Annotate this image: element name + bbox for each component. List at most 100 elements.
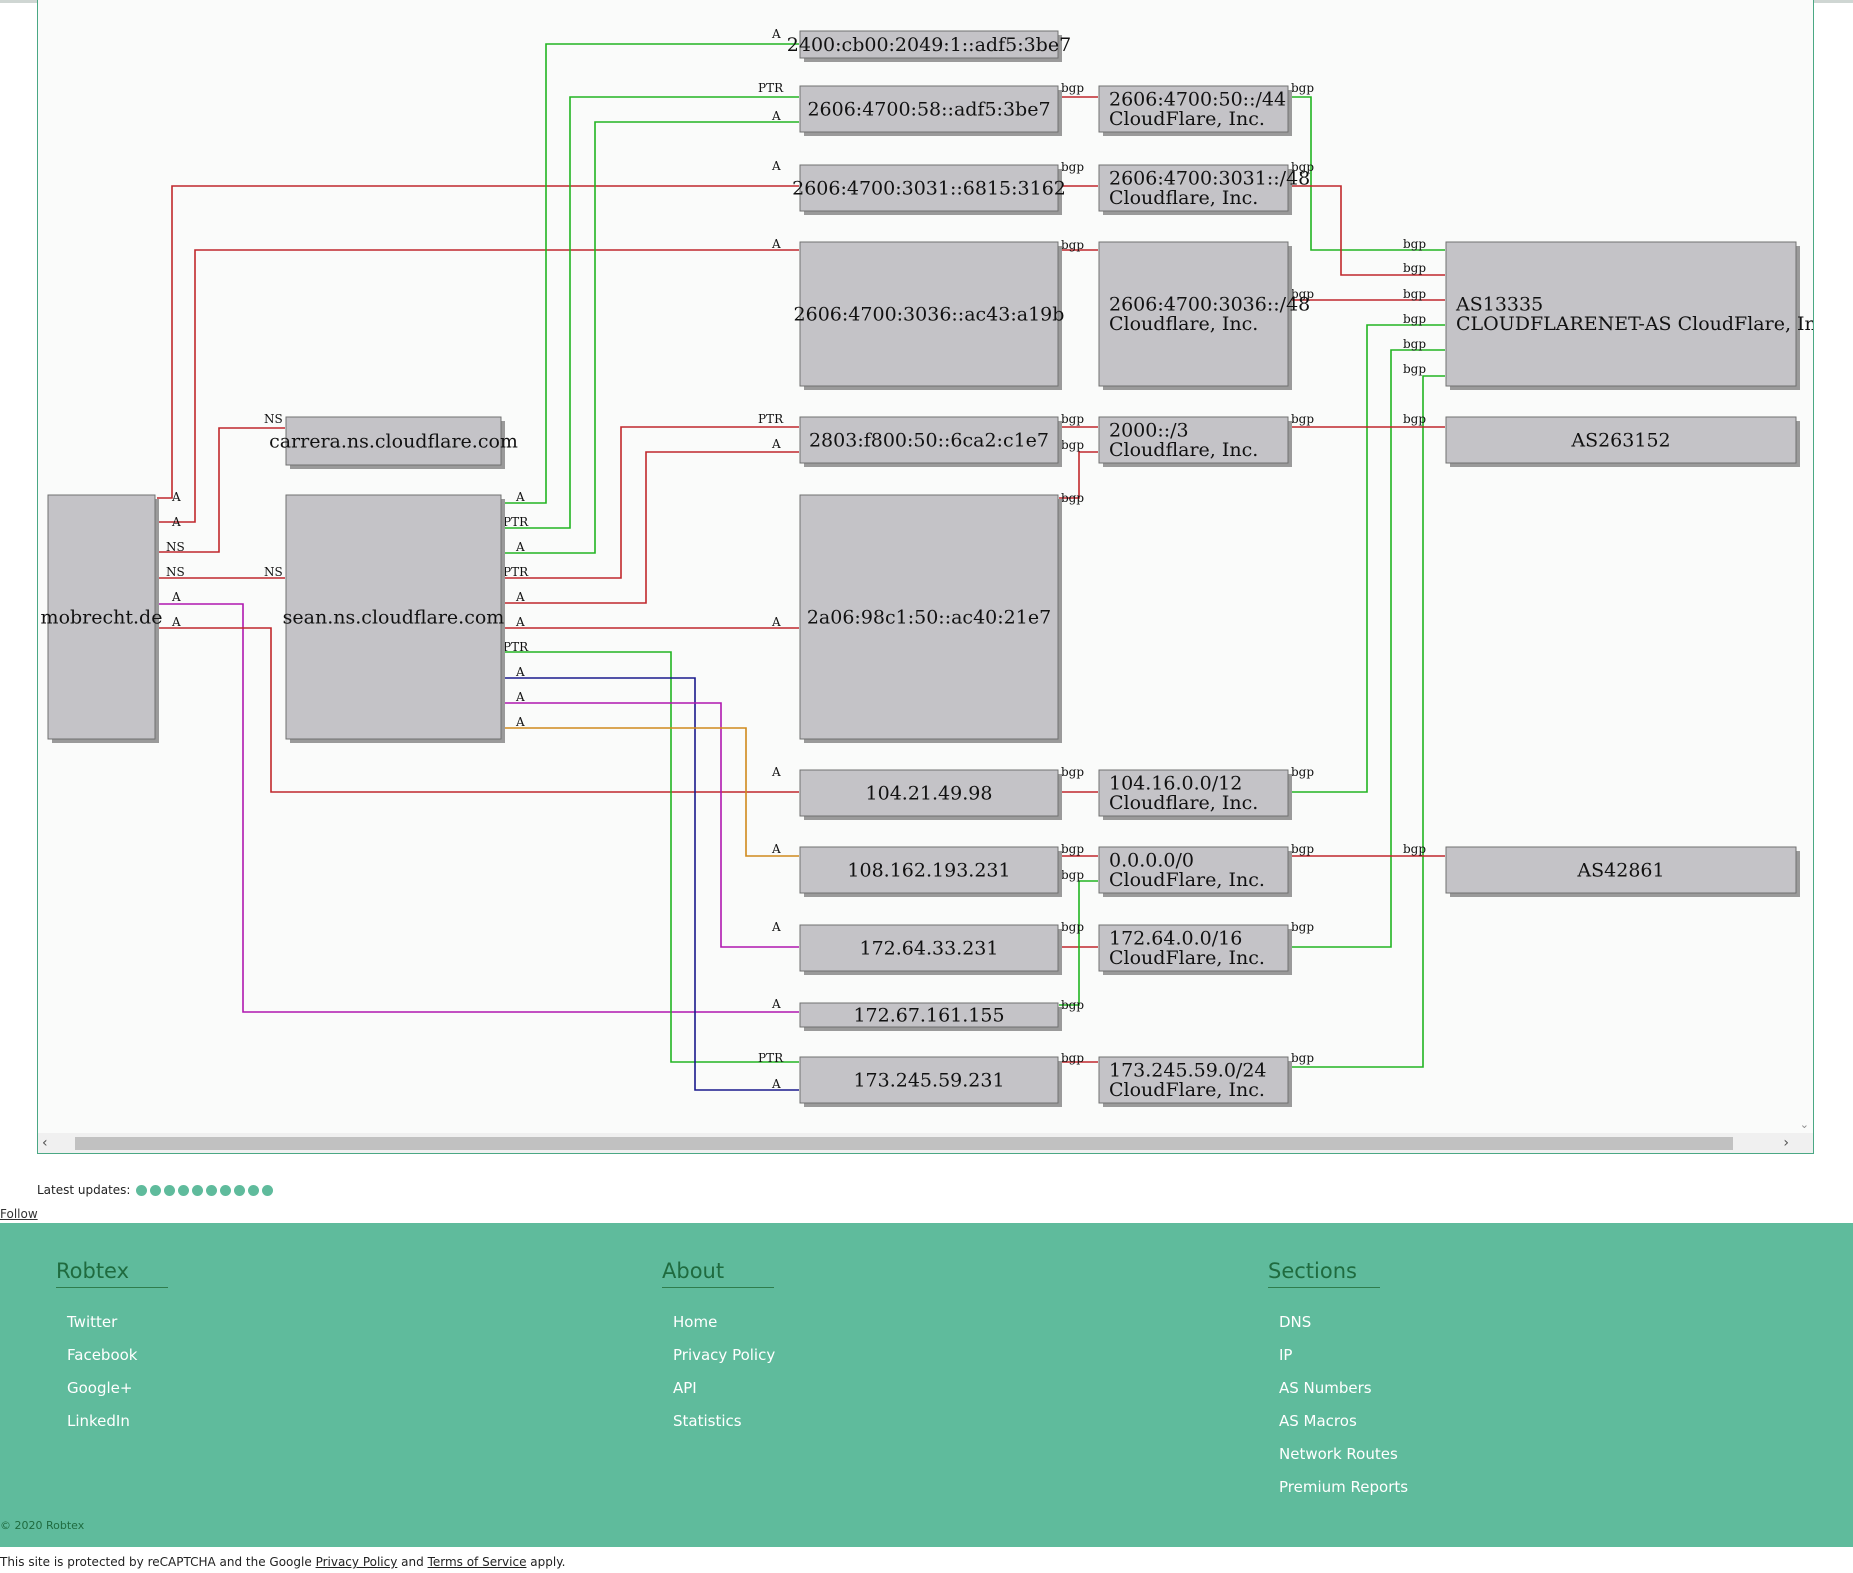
edge-label: PTR: [503, 565, 529, 579]
update-dot[interactable]: [136, 1184, 148, 1196]
footer-link-as-numbers[interactable]: AS Numbers: [1279, 1379, 1372, 1397]
node-ip-104[interactable]: [799, 769, 1059, 817]
update-dot[interactable]: [206, 1184, 218, 1196]
node-route-2606-3031-label: 2606:4700:3031::/48: [1109, 167, 1310, 189]
footer-link-api[interactable]: API: [673, 1379, 697, 1397]
node-ip-173[interactable]: [799, 1056, 1059, 1104]
footer-column-robtex: Robtex Twitter Facebook Google+ LinkedIn: [56, 1259, 168, 1438]
node-sean-ns[interactable]: [285, 494, 502, 740]
node-ip-2606-58[interactable]: [799, 85, 1059, 133]
node-carrera-ns[interactable]: [285, 416, 502, 466]
node-ip-172-67[interactable]: [799, 1002, 1059, 1028]
edge-label-bgp: bgp: [1403, 261, 1426, 275]
scrollbar-thumb[interactable]: [75, 1137, 1733, 1150]
edge-label: NS: [264, 412, 283, 426]
edge-mobrecht-a-3036: [157, 249, 799, 523]
captcha-privacy-link[interactable]: Privacy Policy: [315, 1555, 398, 1569]
edge-label: A: [515, 615, 525, 629]
node-ip-2606-3031-label: 2606:4700:3031::6815:3162: [792, 177, 1066, 199]
node-route-173[interactable]: [1098, 1056, 1289, 1104]
update-dot[interactable]: [234, 1184, 246, 1196]
follow-link[interactable]: Follow: [0, 1207, 38, 1221]
footer-link-statistics[interactable]: Statistics: [673, 1412, 742, 1430]
scroll-right-icon[interactable]: ›: [1783, 1135, 1789, 1151]
update-dot[interactable]: [178, 1184, 190, 1196]
node-ip-2a06[interactable]: [799, 494, 1059, 740]
edge-as-2606-3031: [1289, 185, 1445, 276]
node-route-2606-3036[interactable]: [1098, 241, 1289, 387]
footer-link-network-routes[interactable]: Network Routes: [1279, 1445, 1398, 1463]
node-route-104-label: Cloudflare, Inc.: [1109, 792, 1258, 814]
node-route-104[interactable]: [1098, 769, 1289, 817]
footer-column-about: About Home Privacy Policy API Statistics: [662, 1259, 775, 1438]
footer-link-linkedin[interactable]: LinkedIn: [67, 1412, 130, 1430]
node-ip-2803[interactable]: [799, 416, 1059, 464]
edge-label-bgp: bgp: [1061, 842, 1084, 856]
node-ip-108[interactable]: [799, 846, 1059, 894]
node-route-2000-label: Cloudflare, Inc.: [1109, 439, 1258, 461]
footer-link-privacy-policy[interactable]: Privacy Policy: [673, 1346, 776, 1364]
footer-link-premium-reports[interactable]: Premium Reports: [1279, 1478, 1409, 1496]
captcha-terms-link[interactable]: Terms of Service: [427, 1555, 527, 1569]
node-as263152[interactable]: [1445, 416, 1797, 464]
node-ip-2606-3036-label: 2606:4700:3036::ac43:a19b: [794, 303, 1065, 325]
node-ip-173-label: 173.245.59.231: [853, 1069, 1004, 1091]
footer-column-title: About: [662, 1259, 774, 1288]
node-route-0000[interactable]: [1098, 846, 1289, 894]
dns-graph: AANSNSAANSNSAPTRAPTRAAPTRAAAAPTRAAAPTRAA…: [41, 27, 1813, 1107]
edge-label: A: [515, 715, 525, 729]
edge-label-bgp: bgp: [1403, 287, 1426, 301]
node-ip-172-64[interactable]: [799, 924, 1059, 972]
update-dots[interactable]: [136, 1184, 276, 1196]
node-ip-172-64-label: 172.64.33.231: [859, 937, 998, 959]
edge-label-bgp: bgp: [1291, 287, 1314, 301]
footer-link-ip[interactable]: IP: [1279, 1346, 1293, 1364]
node-ip-2606-3036[interactable]: [799, 241, 1059, 387]
node-route-0000-label: 0.0.0.0/0: [1109, 849, 1194, 871]
edge-label-bgp: bgp: [1291, 81, 1314, 95]
edge-label-bgp: bgp: [1061, 438, 1084, 452]
node-route-172-64[interactable]: [1098, 924, 1289, 972]
edge-label-bgp: bgp: [1061, 160, 1084, 174]
update-dot[interactable]: [262, 1184, 274, 1196]
scroll-left-icon[interactable]: ‹: [42, 1135, 48, 1151]
node-mobrecht[interactable]: [47, 494, 156, 740]
node-route-0000-label: CloudFlare, Inc.: [1109, 869, 1265, 891]
edge-label: A: [171, 490, 181, 504]
edge-label-bgp: bgp: [1291, 412, 1314, 426]
update-dot[interactable]: [248, 1184, 260, 1196]
update-dot[interactable]: [150, 1184, 162, 1196]
edge-label: PTR: [758, 412, 784, 426]
footer-link-googleplus[interactable]: Google+: [67, 1379, 133, 1397]
footer-link-dns[interactable]: DNS: [1279, 1313, 1312, 1331]
update-dot[interactable]: [192, 1184, 204, 1196]
node-route-2000[interactable]: [1098, 416, 1289, 464]
captcha-and: and: [397, 1555, 428, 1569]
update-dot[interactable]: [164, 1184, 176, 1196]
edge-label-bgp: bgp: [1403, 842, 1426, 856]
node-as42861[interactable]: [1445, 846, 1797, 894]
node-ip-2400[interactable]: [799, 30, 1059, 59]
footer-link-facebook[interactable]: Facebook: [67, 1346, 138, 1364]
node-mobrecht-label: mobrecht.de: [41, 606, 163, 628]
edge-label: A: [171, 590, 181, 604]
node-ip-2606-3031[interactable]: [799, 164, 1059, 212]
footer-link-home[interactable]: Home: [673, 1313, 718, 1331]
node-route-2000-label: 2000::/3: [1109, 419, 1189, 441]
footer-link-twitter[interactable]: Twitter: [67, 1313, 118, 1331]
horizontal-scrollbar[interactable]: ‹ ›: [38, 1133, 1813, 1153]
node-route-2606-3031[interactable]: [1098, 164, 1289, 212]
footer-link-as-macros[interactable]: AS Macros: [1279, 1412, 1357, 1430]
edge-label: PTR: [758, 81, 784, 95]
edge-label: A: [515, 540, 525, 554]
edge-label-bgp: bgp: [1061, 868, 1084, 882]
edge-as-173: [1289, 375, 1445, 1068]
update-dot[interactable]: [220, 1184, 232, 1196]
edge-sean-a-173: [503, 677, 799, 1091]
node-route-2606-50[interactable]: [1098, 85, 1289, 133]
footer-column-title: Sections: [1268, 1259, 1380, 1288]
scroll-down-icon[interactable]: ⌄: [1799, 1118, 1809, 1131]
footer-column-title: Robtex: [56, 1259, 168, 1288]
node-as13335[interactable]: [1445, 241, 1797, 387]
